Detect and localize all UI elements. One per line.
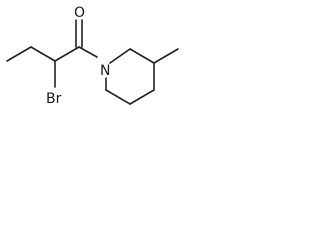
- bond-c3ring-methyl: [153, 48, 179, 64]
- bond-c4-c3: [6, 46, 32, 62]
- bond-c3-c2: [30, 46, 56, 62]
- bond-c2ring-c3ring: [129, 48, 155, 64]
- chemical-structure: O N Br: [6, 5, 179, 107]
- bond-c4ring-c5ring: [129, 89, 155, 105]
- bond-c2-c1: [54, 46, 80, 62]
- atom-oxygen: O: [74, 5, 85, 21]
- atom-bromine: Br: [46, 91, 62, 107]
- bond-n-c2ring: [109, 48, 131, 64]
- atom-nitrogen: N: [100, 63, 110, 79]
- bond-c5ring-c6ring: [105, 89, 131, 105]
- bond-c1-n: [78, 46, 98, 58]
